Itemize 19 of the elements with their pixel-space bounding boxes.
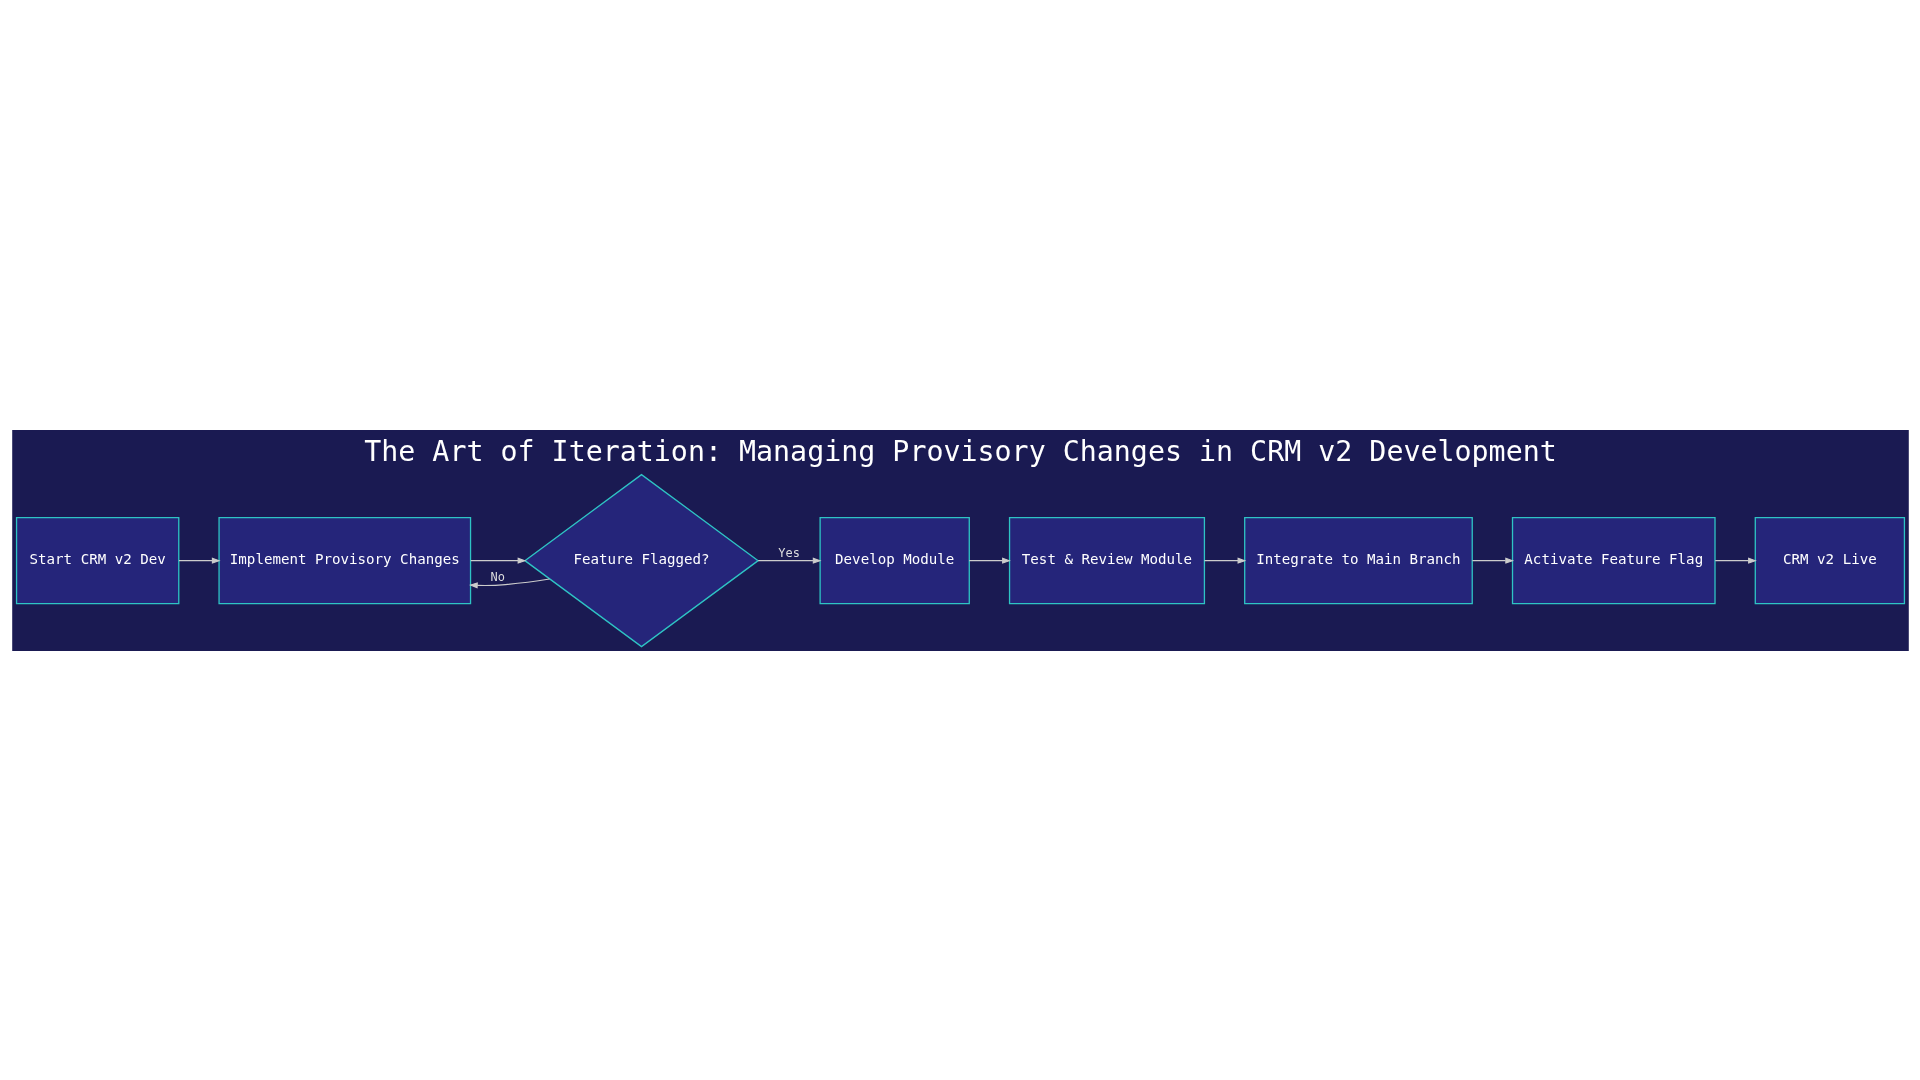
- arrow: [757, 557, 821, 564]
- node-diamond: Feature Flagged?: [523, 473, 759, 647]
- node-box: Integrate to Main Branch: [1243, 516, 1473, 604]
- arrow: [177, 557, 221, 564]
- arrow: [1203, 557, 1246, 564]
- node-box: Activate Feature Flag: [1511, 516, 1716, 604]
- node-box: Test & Review Module: [1008, 516, 1205, 604]
- node-box: Start CRM v2 Dev: [15, 516, 179, 604]
- edge-label: Yes: [777, 545, 800, 560]
- arrow: [469, 557, 526, 564]
- node-box: Implement Provisory Changes: [217, 516, 471, 604]
- diagram-title: The Art of Iteration: Managing Provisory Changes in CRM v2 Development: [363, 434, 1557, 468]
- arrow: [968, 557, 1011, 564]
- node-box: Develop Module: [818, 516, 970, 604]
- node-box: CRM v2 Live: [1754, 516, 1905, 604]
- arrow: [468, 577, 550, 588]
- edge-label: No: [490, 569, 505, 584]
- arrow: [1714, 557, 1757, 564]
- arrow: [1471, 557, 1514, 564]
